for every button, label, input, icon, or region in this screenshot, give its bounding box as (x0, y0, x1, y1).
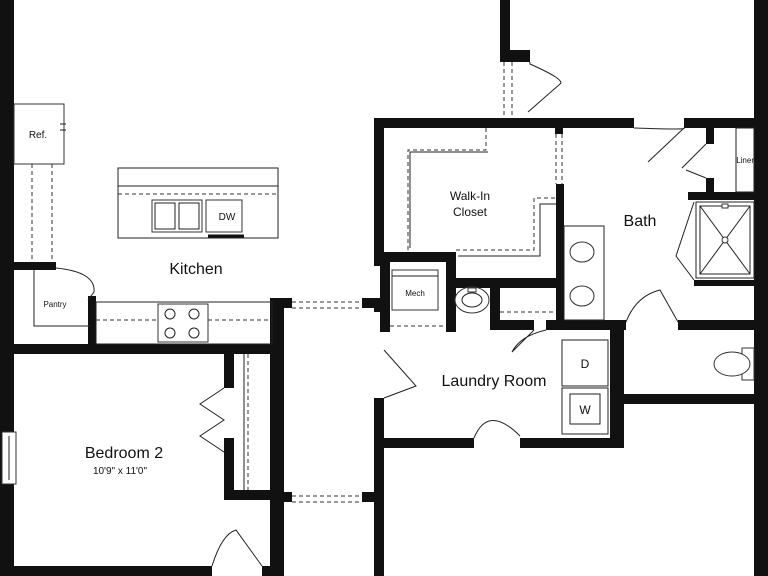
dishwasher-label: DW (219, 212, 236, 223)
interior-lines (1, 62, 755, 503)
washer-label: W (579, 403, 591, 417)
mech-label: Mech (405, 289, 425, 298)
walk-in-closet-label-line2: Closet (453, 205, 488, 219)
bath-label: Bath (624, 213, 657, 230)
laundry-label: Laundry Room (442, 373, 547, 390)
linen-label: Linen (736, 156, 756, 165)
doors (55, 62, 707, 567)
refrigerator-label: Ref. (29, 130, 47, 141)
pantry-label: Pantry (43, 300, 66, 309)
kitchen-label: Kitchen (169, 261, 222, 278)
labels: Kitchen Bedroom 2 10'9" x 11'0" Laundry … (29, 130, 756, 477)
dryer-label: D (581, 357, 590, 371)
bedroom2-label: Bedroom 2 (85, 445, 163, 462)
bedroom2-dimensions: 10'9" x 11'0" (93, 466, 148, 477)
walk-in-closet-label-line1: Walk-In (450, 189, 490, 203)
